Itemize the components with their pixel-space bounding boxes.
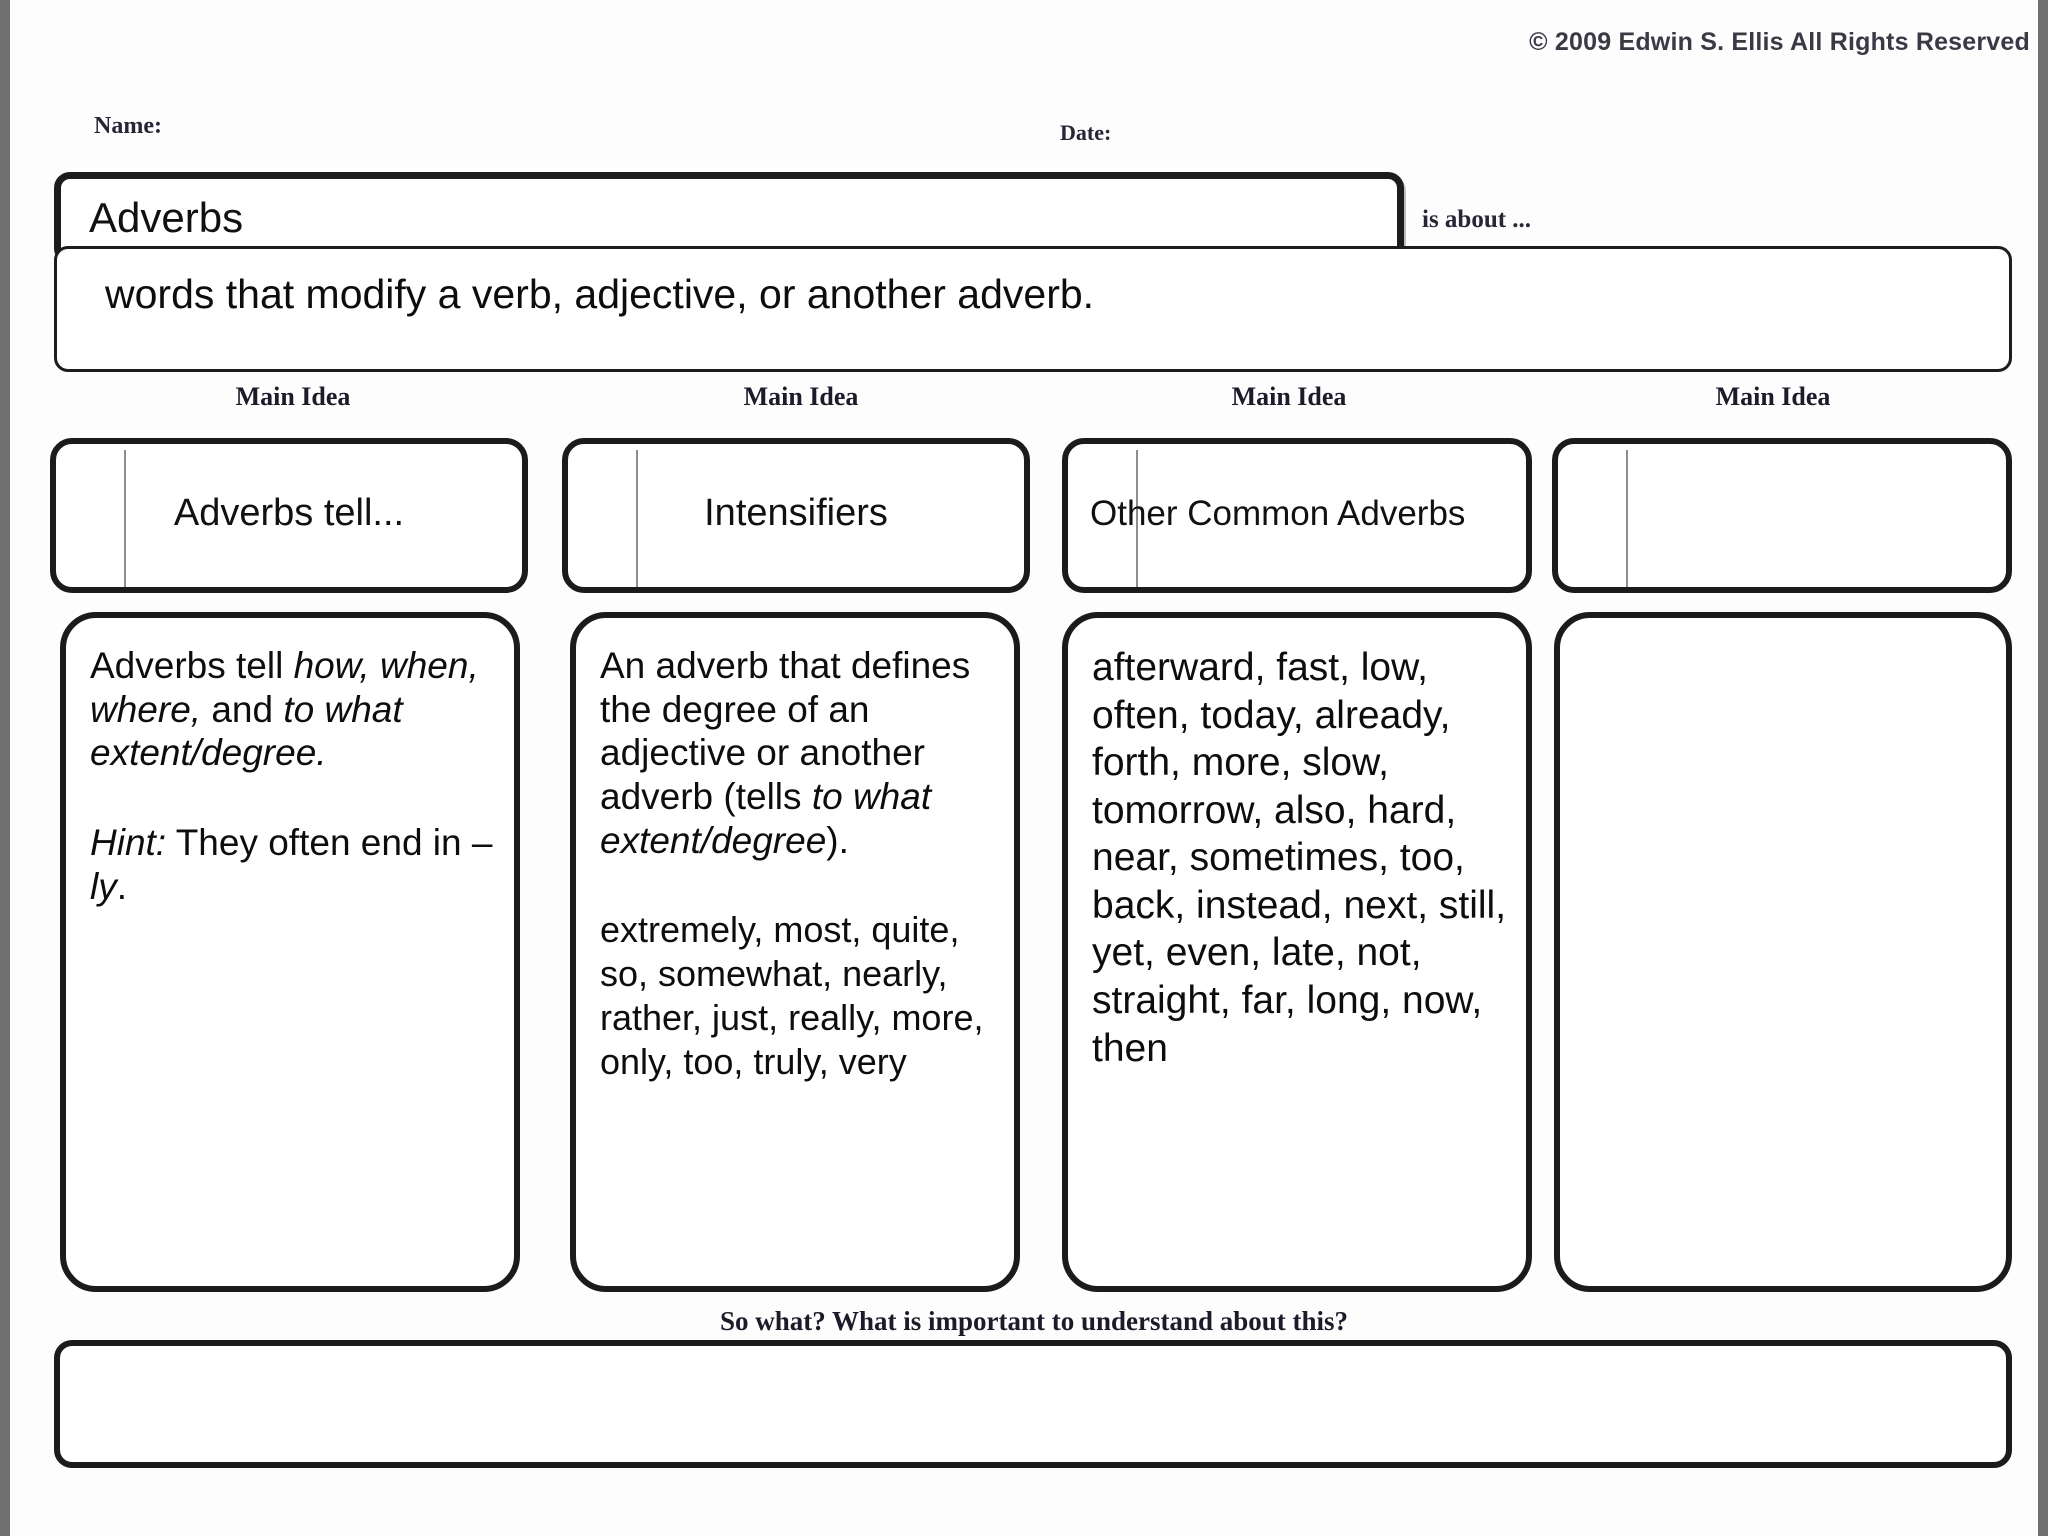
copyright-notice: © 2009 Edwin S. Ellis All Rights Reserve… (1529, 28, 2030, 56)
column2-definition: An adverb that defines the degree of an … (600, 645, 971, 861)
main-idea-header-2: Main Idea (743, 382, 859, 411)
so-what-prompt: So what? What is important to understand… (719, 1306, 1349, 1336)
main-idea-title-4 (1558, 514, 2006, 518)
main-idea-header-1: Main Idea (235, 382, 351, 411)
main-idea-title-box-4[interactable] (1552, 438, 2012, 593)
main-idea-header-3: Main Idea (1231, 382, 1347, 411)
column3-word-list: afterward, fast, low, often, today, alre… (1092, 646, 1507, 1070)
column2-word-list: extremely, most, quite, so, somewhat, ne… (600, 909, 984, 1082)
main-idea-title-box-1[interactable]: Adverbs tell... (50, 438, 528, 593)
main-idea-header-4: Main Idea (1715, 382, 1831, 411)
divider-rule-1 (124, 450, 126, 587)
column1-paragraph: Adverbs tell how, when, where, and to wh… (90, 645, 479, 774)
main-idea-body-box-1[interactable]: Adverbs tell how, when, where, and to wh… (60, 612, 520, 1292)
main-idea-title-box-2[interactable]: Intensifiers (562, 438, 1030, 593)
definition-text: words that modify a verb, adjective, or … (105, 271, 1095, 317)
main-idea-body-box-3[interactable]: afterward, fast, low, often, today, alre… (1062, 612, 1532, 1292)
main-idea-title-1: Adverbs tell... (173, 492, 405, 534)
name-label: Name: (94, 113, 162, 139)
main-idea-body-box-2[interactable]: An adverb that defines the degree of an … (570, 612, 1020, 1292)
divider-rule-4 (1626, 450, 1628, 587)
main-idea-title-2: Intensifiers (704, 492, 888, 534)
column1-hint: Hint: They often end in –ly. (90, 821, 493, 907)
is-about-label: is about ... (1422, 206, 1532, 233)
definition-box[interactable]: words that modify a verb, adjective, or … (54, 246, 2012, 372)
main-idea-body-box-4[interactable] (1554, 612, 2012, 1292)
divider-rule-3 (1136, 450, 1138, 587)
date-label: Date: (1060, 120, 1112, 145)
main-idea-title-box-3[interactable]: Other Common Adverbs (1062, 438, 1532, 593)
topic-title: Adverbs (89, 194, 244, 241)
main-idea-title-3: Other Common Adverbs (1090, 493, 1466, 533)
worksheet-sheet: © 2009 Edwin S. Ellis All Rights Reserve… (10, 0, 2038, 1536)
so-what-answer-box[interactable] (54, 1340, 2012, 1468)
divider-rule-2 (636, 450, 638, 587)
